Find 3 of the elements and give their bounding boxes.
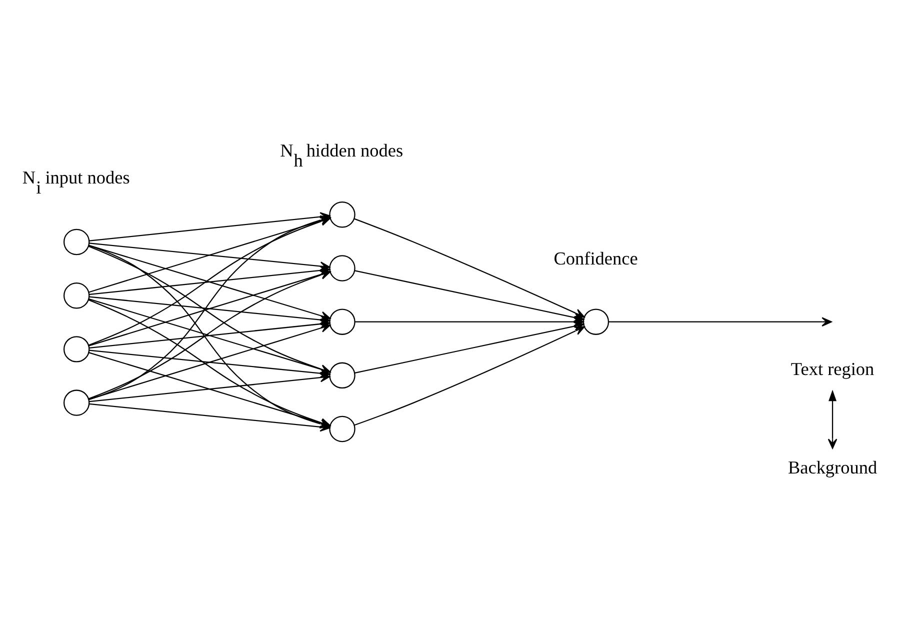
label: Confidence	[554, 248, 638, 268]
node-text: Text region	[790, 358, 874, 379]
node-text: Background	[788, 456, 878, 477]
